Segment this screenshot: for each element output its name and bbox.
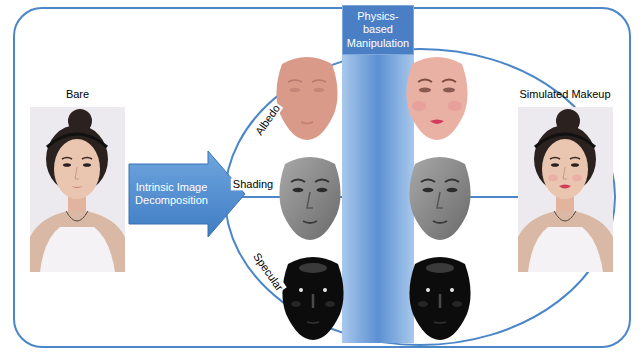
- layer-label: Specular: [250, 249, 287, 295]
- bare-photo: [30, 107, 125, 272]
- photo-heading: Simulated Makeup: [519, 88, 610, 101]
- layer-circle: [225, 49, 615, 345]
- specular-faces: [282, 257, 470, 340]
- makeup-photo-part: [518, 107, 613, 272]
- albedo-faces: [276, 57, 467, 140]
- node-text: Intrinsic Image Decomposition: [131, 181, 212, 207]
- layer-label-holder: Specular: [249, 249, 287, 295]
- band-header: Physics-based Manipulation: [342, 5, 414, 55]
- makeup-photo-part: [548, 175, 558, 182]
- shading-faces-part: [279, 157, 340, 240]
- specular-faces-part: [409, 257, 470, 340]
- shading-faces: [279, 157, 470, 240]
- makeup-photo-part: [559, 185, 571, 189]
- bare-photo-part: [30, 107, 125, 272]
- photo-panel: Bare: [25, 84, 130, 274]
- block-arrow-outline: [129, 151, 245, 237]
- specular-faces-part: [282, 257, 343, 340]
- makeup-photo: [518, 107, 613, 272]
- photo-panel: Simulated Makeup: [511, 84, 619, 274]
- node-text: Physics-based Manipulation: [346, 10, 410, 50]
- albedo-faces-part: [276, 57, 337, 140]
- process-arrow: Intrinsic Image Decomposition: [128, 150, 246, 238]
- photo-heading: Bare: [66, 88, 89, 101]
- makeup-photo-part: [572, 175, 582, 182]
- outer-frame: [14, 8, 630, 347]
- manipulation-band: [342, 5, 414, 343]
- shading-faces-part: [409, 157, 470, 240]
- albedo-faces-part: [406, 57, 467, 140]
- layer-label: Shading: [231, 178, 275, 190]
- layer-label-holder: Albedo: [252, 101, 285, 140]
- layer-label: Albedo: [252, 101, 284, 139]
- layer-label-holder: Shading: [231, 178, 275, 191]
